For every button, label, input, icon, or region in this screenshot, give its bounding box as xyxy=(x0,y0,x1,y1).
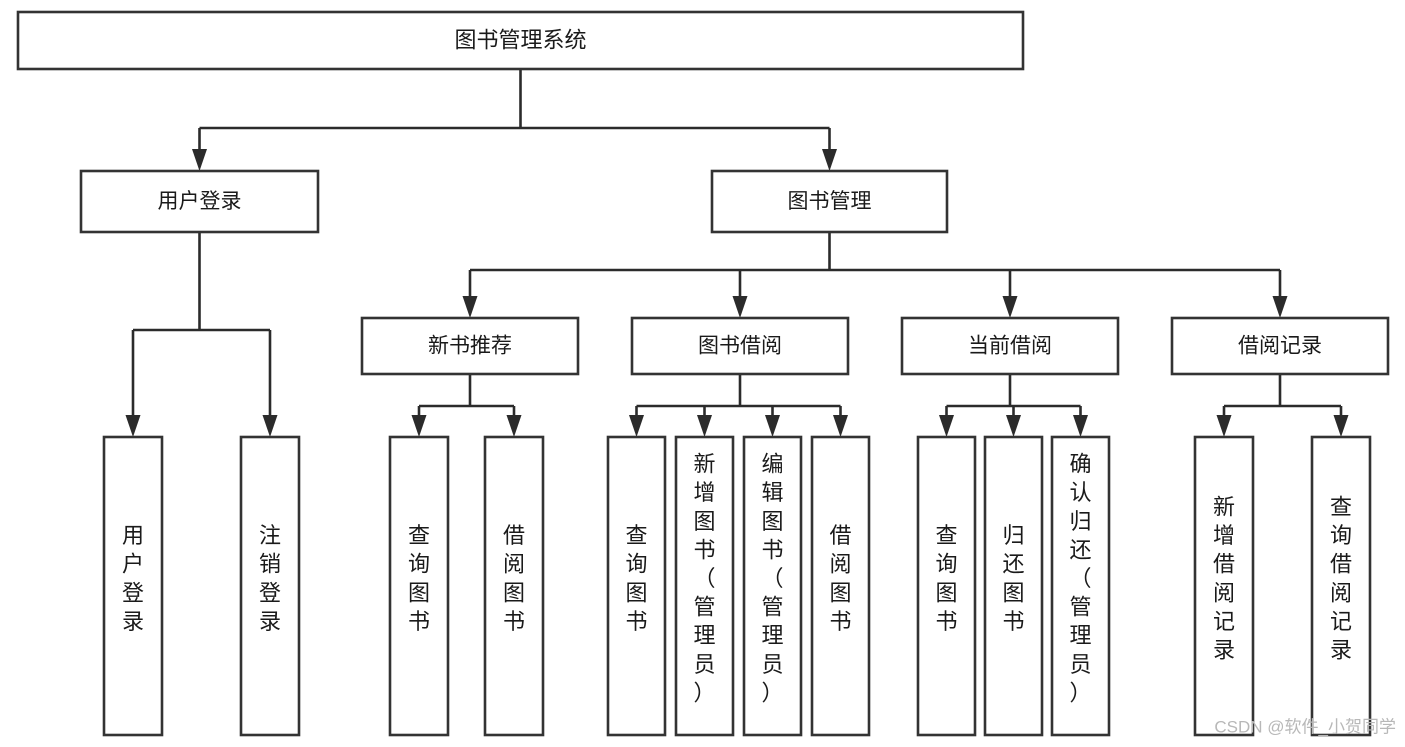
connector-arrowhead xyxy=(765,415,780,437)
node-leaf-query-book-recommend[interactable]: 查询图书 xyxy=(388,435,450,737)
node-label: 当前借阅 xyxy=(968,335,1052,358)
node-leaf-user-login[interactable]: 用户登录 xyxy=(102,435,164,737)
node-label: 借阅图书 xyxy=(829,523,851,634)
node-label: 借阅记录 xyxy=(1238,335,1322,358)
node-leaf-logout[interactable]: 注销登录 xyxy=(239,435,301,737)
node-label: 图书借阅 xyxy=(698,335,782,358)
node-leaf-return-book[interactable]: 归还图书 xyxy=(983,435,1044,737)
node-borrow-record[interactable]: 借阅记录 xyxy=(1170,316,1390,376)
node-label: 借阅图书 xyxy=(503,523,525,634)
node-leaf-confirm-return-admin[interactable]: 确认归还（管理员） xyxy=(1050,435,1111,737)
connector-arrowhead xyxy=(506,415,522,437)
connector-arrowhead xyxy=(1216,415,1232,437)
node-label: 查询图书 xyxy=(935,523,957,634)
node-box[interactable] xyxy=(900,316,1120,376)
node-box[interactable] xyxy=(388,435,450,737)
connector-arrowhead xyxy=(125,415,141,437)
node-box[interactable] xyxy=(1193,435,1255,737)
node-box[interactable] xyxy=(239,435,301,737)
node-box[interactable] xyxy=(674,435,735,737)
node-box[interactable] xyxy=(606,435,667,737)
connector-arrowhead xyxy=(1073,415,1088,437)
connector-arrowhead xyxy=(697,415,712,437)
connector-arrowhead xyxy=(1333,415,1349,437)
connector-arrowhead xyxy=(833,415,848,437)
node-label: 查询图书 xyxy=(408,523,430,634)
node-leaf-borrow-book-recommend[interactable]: 借阅图书 xyxy=(483,435,545,737)
connector-arrowhead xyxy=(262,415,278,437)
connector-book-management-to-level3 xyxy=(462,232,1288,318)
node-label: 注销登录 xyxy=(259,523,281,634)
node-label: 编辑图书（管理员） xyxy=(761,452,783,706)
connector-arrowhead xyxy=(192,149,207,171)
node-new-book-recommend[interactable]: 新书推荐 xyxy=(360,316,580,376)
node-current-borrow[interactable]: 当前借阅 xyxy=(900,316,1120,376)
node-box[interactable] xyxy=(483,435,545,737)
connector-current-borrow-to-leaves xyxy=(939,374,1088,437)
node-user-login[interactable]: 用户登录 xyxy=(79,169,320,234)
node-root-book-management-system[interactable]: 图书管理系统 xyxy=(16,10,1025,71)
connector-arrowhead xyxy=(629,415,644,437)
node-leaf-edit-book-admin[interactable]: 编辑图书（管理员） xyxy=(742,435,803,737)
node-box[interactable] xyxy=(810,435,871,737)
node-book-borrow[interactable]: 图书借阅 xyxy=(630,316,850,376)
connector-arrowhead xyxy=(732,296,748,318)
connector-arrowhead xyxy=(411,415,427,437)
csdn-watermark: CSDN @软件_小贺同学 xyxy=(1214,717,1396,736)
node-leaf-add-book-admin[interactable]: 新增图书（管理员） xyxy=(674,435,735,737)
connector-arrowhead xyxy=(1272,296,1288,318)
node-box[interactable] xyxy=(360,316,580,376)
node-label: 查询图书 xyxy=(625,523,647,634)
node-leaf-borrow-book[interactable]: 借阅图书 xyxy=(810,435,871,737)
node-box[interactable] xyxy=(102,435,164,737)
node-label: 图书管理系统 xyxy=(454,27,586,52)
node-box[interactable] xyxy=(1170,316,1390,376)
connectors-layer xyxy=(125,69,1349,437)
nodes-layer: 图书管理系统用户登录图书管理新书推荐图书借阅当前借阅借阅记录用户登录注销登录查询… xyxy=(16,10,1390,737)
connector-arrowhead xyxy=(939,415,954,437)
node-box[interactable] xyxy=(916,435,977,737)
node-label: 新增借阅记录 xyxy=(1213,495,1235,663)
node-box[interactable] xyxy=(742,435,803,737)
node-label: 归还图书 xyxy=(1002,523,1024,634)
node-leaf-add-borrow-record[interactable]: 新增借阅记录 xyxy=(1193,435,1255,737)
connector-arrowhead xyxy=(462,296,478,318)
node-leaf-query-borrow-record[interactable]: 查询借阅记录 xyxy=(1310,435,1372,737)
node-box[interactable] xyxy=(710,169,949,234)
node-box[interactable] xyxy=(79,169,320,234)
connector-book-borrow-to-leaves xyxy=(629,374,848,437)
node-label: 确认归还（管理员） xyxy=(1069,452,1091,706)
connector-arrowhead xyxy=(1006,415,1021,437)
node-box[interactable] xyxy=(1310,435,1372,737)
connector-root-to-level2 xyxy=(192,69,837,171)
node-label: 新书推荐 xyxy=(428,335,512,358)
node-leaf-query-book-current[interactable]: 查询图书 xyxy=(916,435,977,737)
node-label: 图书管理 xyxy=(788,190,872,213)
connector-arrowhead xyxy=(1002,296,1018,318)
connector-user-login-to-leaves xyxy=(125,232,278,437)
node-label: 用户登录 xyxy=(122,523,144,634)
node-leaf-query-book-borrow[interactable]: 查询图书 xyxy=(606,435,667,737)
node-box[interactable] xyxy=(16,10,1025,71)
node-book-management[interactable]: 图书管理 xyxy=(710,169,949,234)
node-box[interactable] xyxy=(983,435,1044,737)
node-box[interactable] xyxy=(1050,435,1111,737)
node-label: 查询借阅记录 xyxy=(1330,495,1352,663)
connector-arrowhead xyxy=(822,149,837,171)
connector-new-book-recommend-to-leaves xyxy=(411,374,522,437)
node-label: 用户登录 xyxy=(158,190,242,213)
connector-borrow-record-to-leaves xyxy=(1216,374,1349,437)
node-box[interactable] xyxy=(630,316,850,376)
node-label: 新增图书（管理员） xyxy=(693,452,715,706)
